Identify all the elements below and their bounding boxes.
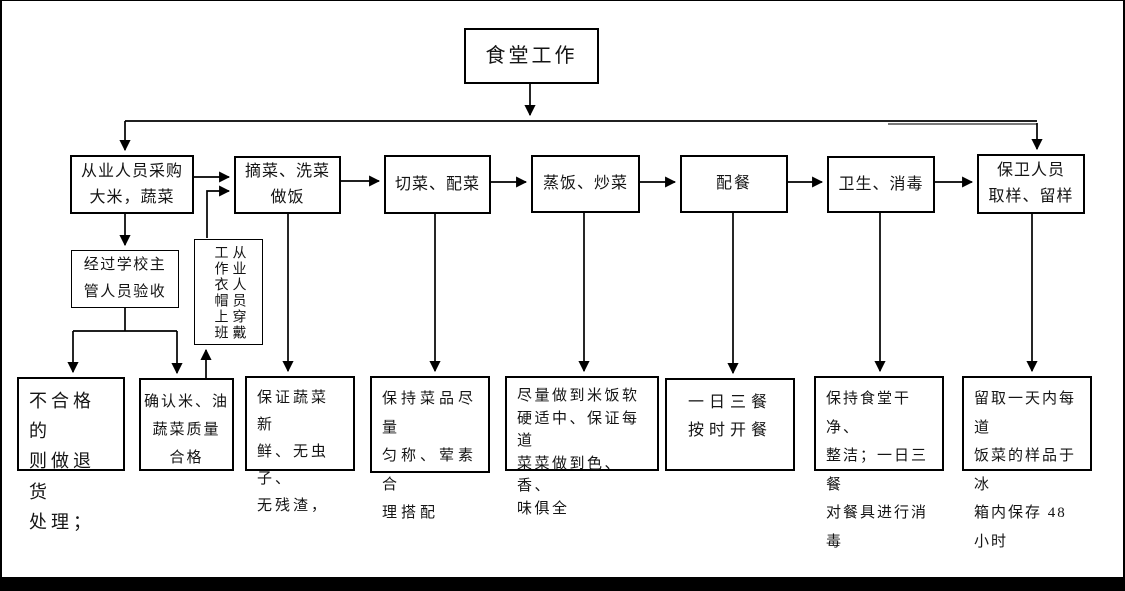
uniform-left-column: 工作衣帽上班 bbox=[212, 245, 228, 341]
title-box: 食堂工作 bbox=[464, 28, 599, 84]
detail-box-dish-balance: 保持菜品尽量 匀称、荤素合 理搭配 bbox=[370, 376, 490, 521]
process-box-cut-prepare: 切菜、配菜 bbox=[384, 155, 491, 214]
acceptance-box: 经过学校主 管人员验收 bbox=[71, 250, 179, 308]
detail-box-meals-on-time: 一日三餐 按时开餐 bbox=[665, 378, 795, 471]
process-box-security-sampling: 保卫人员 取样、留样 bbox=[977, 154, 1085, 214]
detail-box-rice-color-aroma: 尽量做到米饭软 硬适中、保证每道 菜菜做到色、香、 味俱全 bbox=[505, 376, 659, 517]
connector-uniform-p2 bbox=[206, 185, 231, 238]
process-box-hygiene-disinfect: 卫生、消毒 bbox=[827, 156, 935, 213]
uniform-box: 工作衣帽上班 从业人员穿戴 bbox=[194, 239, 263, 345]
detail-box-fresh-vegetables: 保证蔬菜新 鲜、无虫子、 无残渣， bbox=[245, 376, 355, 514]
process-box-purchase: 从业人员采购 大米，蔬菜 bbox=[70, 155, 194, 214]
detail-box-return-goods: 不合格的 则做退货 处理； bbox=[17, 377, 125, 532]
bottom-scan-bar bbox=[2, 577, 1123, 590]
detail-box-quality-confirm: 确认米、油 蔬菜质量 合格 bbox=[139, 378, 234, 471]
process-box-pick-wash-cook: 摘菜、洗菜 做饭 bbox=[234, 156, 341, 214]
detail-box-clean-disinfect: 保持食堂干净、 整洁；一日三餐 对餐具进行消毒 bbox=[814, 376, 944, 550]
uniform-right-column: 从业人员穿戴 bbox=[230, 245, 246, 341]
process-box-serve-meals: 配餐 bbox=[680, 155, 788, 213]
process-box-steam-stirfry: 蒸饭、炒菜 bbox=[531, 155, 640, 213]
detail-box-sample-storage: 留取一天内每道 饭菜的样品于冰 箱内保存 48 小时 bbox=[962, 376, 1092, 550]
